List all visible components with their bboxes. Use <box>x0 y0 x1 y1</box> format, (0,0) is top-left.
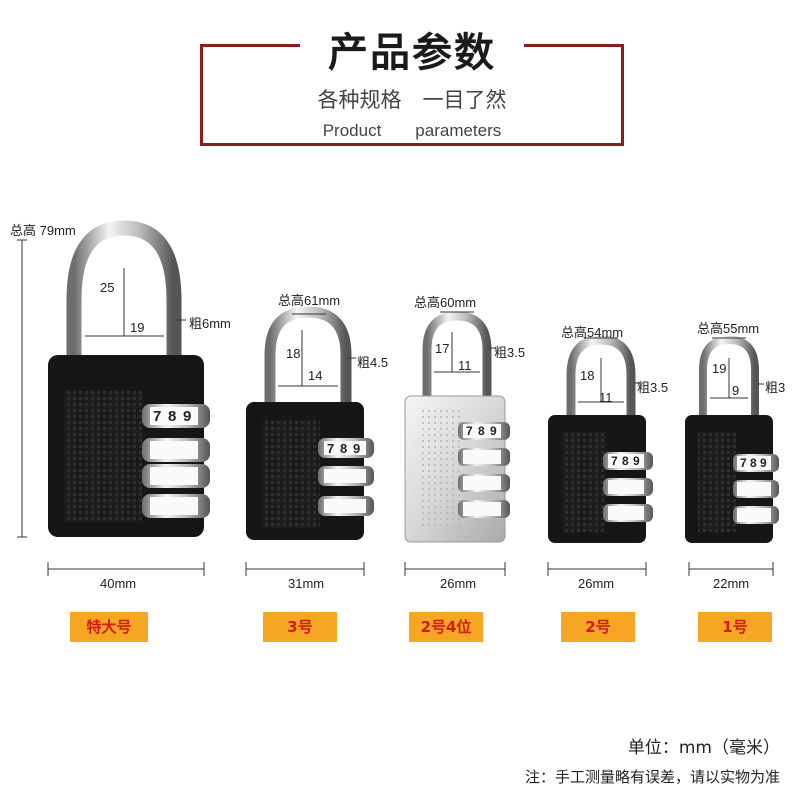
size-tag-extra-large: 特大号 <box>70 612 148 642</box>
lock1-dial-digit-9: 9 <box>183 408 192 425</box>
lock1-total-height: 总高 79mm <box>10 223 76 238</box>
lock3-total-height: 总高60mm <box>414 295 477 310</box>
lock2-width: 31mm <box>288 576 325 591</box>
size-tag-size-2: 2号 <box>561 612 635 642</box>
lock1-shackle-height: 25 <box>100 280 115 295</box>
size-tag-size-1: 1号 <box>698 612 772 642</box>
lock4-width: 26mm <box>578 576 615 591</box>
measurement-note: 注：手工测量略有误差，请以实物为准 <box>524 768 780 786</box>
lock-size-1 <box>685 335 779 543</box>
lock5-total-height: 总高55mm <box>697 321 760 336</box>
lock5-dial-digit-9: 9 <box>760 456 767 470</box>
lock2-dial-digit-8: 8 <box>340 441 348 456</box>
lock4-dial-digit-9: 9 <box>633 454 640 468</box>
lock4-shackle-width: 11 <box>599 390 613 405</box>
header-frame-top-left <box>200 44 300 47</box>
lock-size-2 <box>548 335 653 543</box>
lock-extra-large <box>48 220 210 537</box>
page-title: 产品参数 <box>328 30 496 76</box>
lock1-dial-digit-7: 7 <box>153 408 162 425</box>
lock4-dial-digit-7: 7 <box>611 454 618 468</box>
lock5-dial-digit-8: 8 <box>750 456 757 470</box>
lock2-total-height: 总高61mm <box>278 293 341 308</box>
page-subtitle-en: Product parameters <box>322 121 502 140</box>
lock-size-2-dials <box>603 452 653 522</box>
lock5-shackle-height: 19 <box>712 361 727 376</box>
lock4-shackle-height: 18 <box>580 368 595 383</box>
header-frame-top-right <box>524 44 624 47</box>
lock2-dial-digit-9: 9 <box>353 441 361 456</box>
dimension-lines <box>17 239 774 576</box>
lock3-thickness: 粗3.5 <box>494 345 526 360</box>
unit-note: 单位：mm（毫米） <box>627 738 780 758</box>
lock-size-2-4digit <box>404 311 510 543</box>
lock-size-3-dials <box>318 438 374 516</box>
lock1-dial-digit-8: 8 <box>168 408 177 425</box>
lock5-width: 22mm <box>713 576 750 591</box>
lock-size-3 <box>246 306 374 540</box>
lock3-shackle-width: 11 <box>458 358 472 373</box>
lock-size-2-4digit-dials <box>458 422 510 518</box>
lock-extra-large-dials <box>142 404 210 518</box>
lock4-thickness: 粗3.5 <box>637 380 669 395</box>
lock-size-1-dials <box>733 454 779 524</box>
lock-size-2-shackle <box>566 335 636 420</box>
size-tag-size-2-4digit: 2号4位 <box>409 612 483 642</box>
lock2-thickness: 粗4.5 <box>357 355 389 370</box>
lock3-width: 26mm <box>440 576 477 591</box>
page-subtitle: 各种规格 一目了然 <box>317 88 507 112</box>
lock-size-3-shackle <box>264 306 352 405</box>
lock3-dial-digit-9: 9 <box>490 424 497 438</box>
size-tag-size-3: 3号 <box>263 612 337 642</box>
lock-size-1-shackle <box>699 335 759 422</box>
lock2-dial-digit-7: 7 <box>327 441 335 456</box>
lock-size-2-4digit-shackle <box>422 311 492 402</box>
lock4-dial-digit-8: 8 <box>622 454 629 468</box>
lock1-width: 40mm <box>100 576 137 591</box>
lock2-shackle-width: 14 <box>308 368 323 383</box>
lock4-total-height: 总高54mm <box>561 325 624 340</box>
lock3-dial-digit-8: 8 <box>478 424 485 438</box>
lock5-shackle-width: 9 <box>732 383 740 398</box>
lock-extra-large-shackle <box>66 220 182 365</box>
lock3-shackle-height: 17 <box>435 341 450 356</box>
lock3-dial-digit-7: 7 <box>466 424 473 438</box>
lock1-thickness: 粗6mm <box>189 316 231 331</box>
lock5-dial-digit-7: 7 <box>740 456 747 470</box>
lock1-shackle-width: 19 <box>130 320 145 335</box>
lock2-shackle-height: 18 <box>286 346 301 361</box>
lock5-thickness: 粗3 <box>765 380 786 395</box>
header-frame <box>200 44 624 146</box>
